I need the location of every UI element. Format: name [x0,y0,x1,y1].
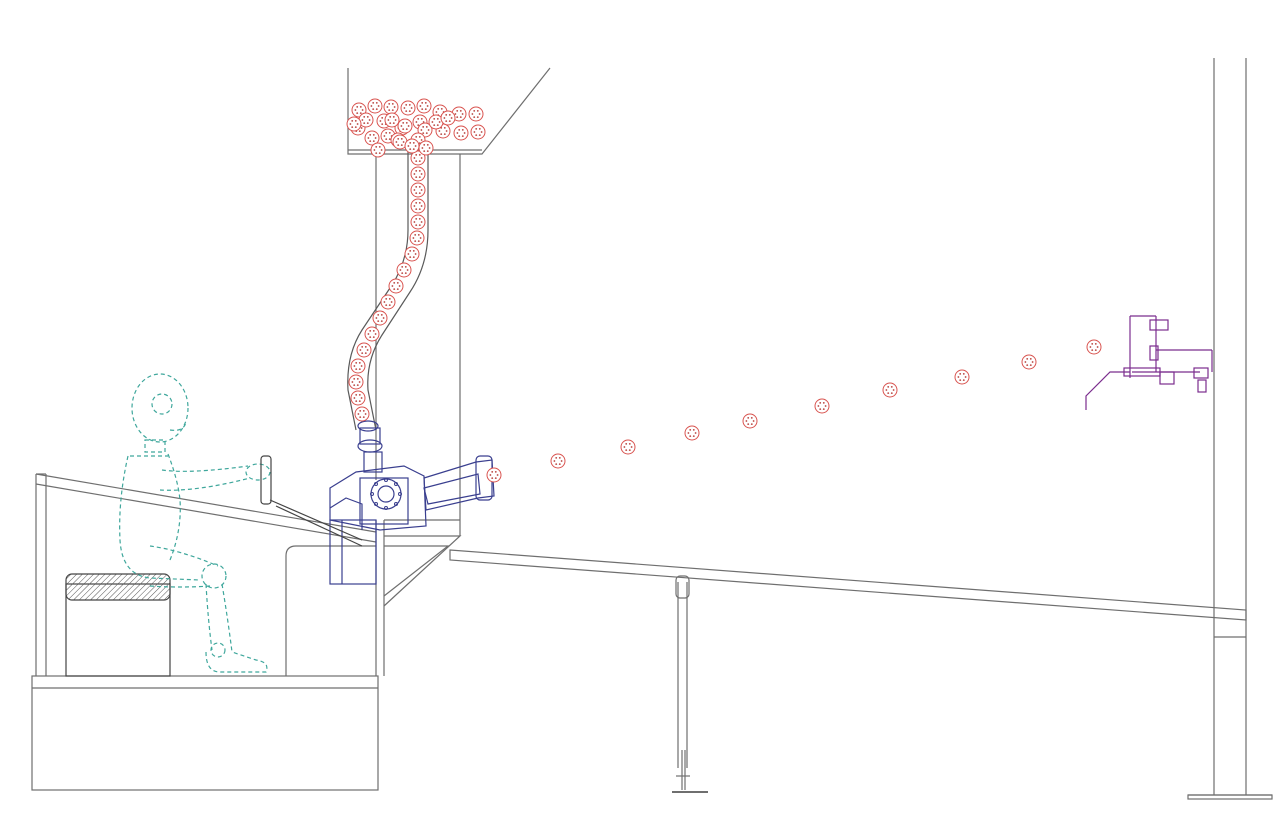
hopper-ball [451,106,467,122]
hopper-ball [384,112,400,128]
right-wall-column [1187,58,1273,800]
feed-tube-ball [418,140,434,156]
hopper-ball [468,106,484,122]
feed-tube-ball [356,342,372,358]
flight-ball [1086,339,1102,355]
hopper-ball [416,98,432,114]
feed-tube-ball [410,150,426,166]
feed-tube-ball [404,138,420,154]
feed-tube [347,150,429,431]
control-lever [260,455,363,547]
hopper-ball [364,130,380,146]
feed-tube-ball [380,294,396,310]
feed-tube-ball [348,374,364,390]
ball-launcher-machine [329,420,495,585]
flight-ball [620,439,636,455]
flight-ball [954,369,970,385]
hopper-ball [358,112,374,128]
feed-tube-ball [409,230,425,246]
flight-ball [684,425,700,441]
feed-tube-ball [350,390,366,406]
balls-layer [346,98,1102,483]
feed-tube-ball [364,326,380,342]
hopper-ball [397,118,413,134]
rail-support-post [672,575,708,793]
hopper-ball [400,100,416,116]
hopper-ball [346,116,362,132]
flight-ball [882,382,898,398]
feed-tube-ball [350,358,366,374]
hopper-ball [470,124,486,140]
seated-operator-figure [119,373,271,673]
feed-tube-ball [410,166,426,182]
operator-platform [31,473,462,791]
feed-tube-ball [410,182,426,198]
flight-ball [742,413,758,429]
feed-tube-ball [410,198,426,214]
feed-tube-ball [410,214,426,230]
feed-tube-ball [404,246,420,262]
control-console [285,545,376,676]
operator-seat [65,573,171,677]
feed-tube-ball [354,406,370,422]
feed-tube-ball [388,278,404,294]
feed-tube-ball [372,310,388,326]
feed-tube-ball [396,262,412,278]
flight-ball [814,398,830,414]
feed-tube-ball [370,142,386,158]
flight-ball [550,453,566,469]
flight-ball [1021,354,1037,370]
inclined-rail [449,549,1247,638]
hopper-ball [453,125,469,141]
hopper-ball [367,98,383,114]
building-structure [31,58,1273,800]
hopper-ball [440,110,456,126]
hopper-ball [383,99,399,115]
flight-ball [486,467,502,483]
target-sensor-assembly [1085,315,1213,410]
